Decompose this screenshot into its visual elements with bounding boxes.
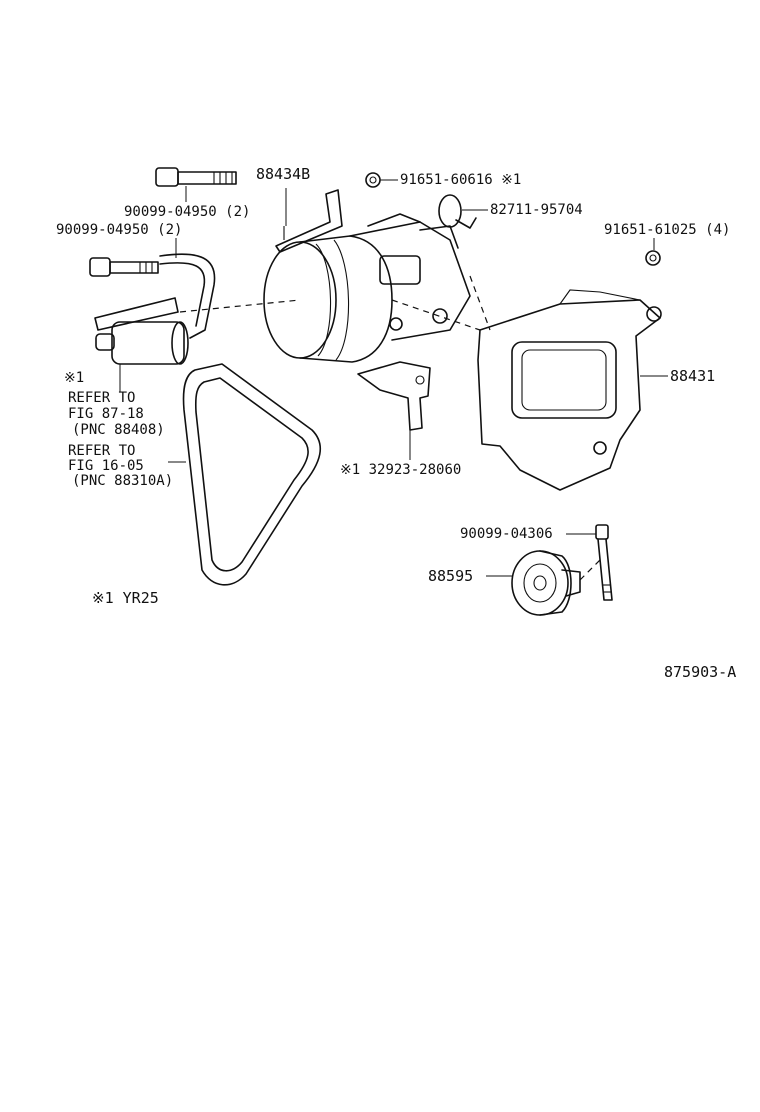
note-refer1-line3: (PNC 88408)	[72, 422, 165, 438]
label-clamp: 82711-95704	[490, 202, 583, 218]
plate-drawing	[357, 361, 431, 431]
alignment-lines	[179, 275, 601, 581]
label-bolt-idler: 90099-04306	[460, 526, 553, 542]
mount-bracket-drawing	[477, 289, 662, 491]
footnote: ※1 YR25	[92, 589, 159, 607]
leader-lines	[119, 179, 668, 577]
label-mount-bracket: 88431	[670, 367, 716, 385]
bolt-left-drawing	[89, 257, 159, 277]
bracket-88434b-drawing	[275, 189, 343, 253]
note-mark-1: ※1	[64, 370, 85, 386]
label-idler-pulley: 88595	[428, 567, 474, 585]
idler-pulley-drawing	[511, 550, 581, 616]
label-nut-right: 91651-61025 (4)	[604, 222, 731, 238]
note-refer2-line2: FIG 16-05	[68, 458, 144, 474]
bolt-upper-drawing	[155, 167, 237, 187]
note-refer1-line2: FIG 87-18	[68, 406, 144, 422]
solenoid-drawing	[94, 253, 216, 365]
bolt-idler-drawing	[595, 524, 613, 601]
note-refer2-line1: REFER TO	[68, 443, 136, 459]
v-belt-drawing	[182, 363, 321, 586]
label-plate: ※1 32923-28060	[340, 462, 462, 478]
label-bolt-left: 90099-04950 (2)	[56, 222, 183, 238]
note-refer2-line3: (PNC 88310A)	[72, 473, 174, 489]
figure-code: 875903-A	[664, 663, 737, 681]
note-refer1-line1: REFER TO	[68, 390, 136, 406]
label-bracket-88434b: 88434B	[256, 165, 311, 183]
clamp-drawing	[438, 194, 477, 229]
label-bolt-upper: 90099-04950 (2)	[124, 204, 251, 220]
label-nut-upper: 91651-60616 ※1	[400, 172, 522, 188]
compressor-drawing	[263, 213, 471, 363]
nut-right-drawing	[645, 250, 661, 266]
nut-upper-drawing	[365, 172, 381, 188]
